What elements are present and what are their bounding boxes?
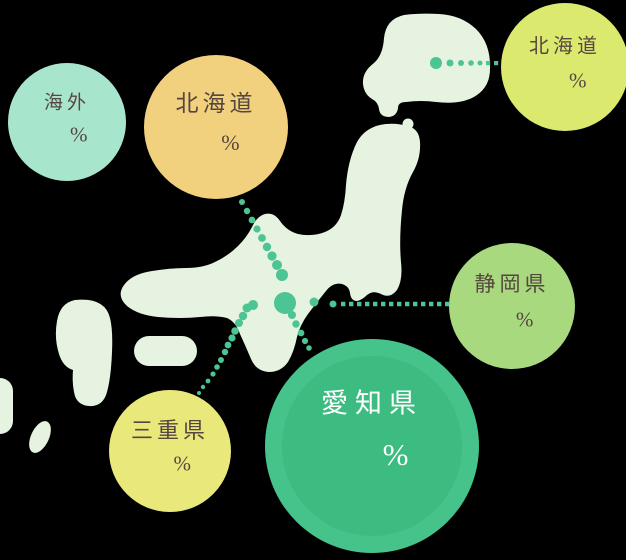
edge-island-shape	[0, 378, 13, 434]
shikoku-shape	[134, 336, 197, 366]
okinawa-shape	[29, 421, 51, 453]
bubble-aichi-inner-circle	[282, 356, 462, 536]
bubble-shizuoka: 静岡県 %	[449, 243, 575, 369]
bubble-shizuoka-percent: %	[515, 307, 534, 332]
connector-hokkaido-right-line	[430, 57, 499, 69]
connector-shizuoka-line	[329, 300, 449, 308]
hub-dot	[274, 292, 296, 314]
bubble-overseas: 海外 %	[8, 63, 126, 181]
bubble-hokkaido-left-label: 北海道	[175, 91, 257, 117]
hokkaido-shape	[362, 13, 491, 118]
connector-hokkaido-left-line	[239, 199, 288, 281]
bubble-aichi-percent: %	[382, 436, 409, 472]
kyushu-shape	[55, 299, 113, 407]
bubble-shizuoka-label: 静岡県	[474, 272, 550, 297]
bubble-hokkaido-right-label: 北海道	[529, 35, 601, 58]
bubble-aichi: 愛知県 %	[265, 339, 479, 553]
bubble-mie: 三重県 %	[109, 390, 231, 512]
connector-mie-line	[197, 303, 252, 395]
bubble-mie-percent: %	[173, 451, 191, 476]
bubble-hokkaido-right: 北海道 %	[501, 3, 626, 131]
bubble-mie-label: 三重県	[130, 418, 209, 444]
connector-aichi-line	[288, 311, 312, 351]
bubble-hokkaido-left-percent: %	[221, 129, 240, 155]
bubble-hokkaido-right-percent: %	[569, 68, 587, 93]
hub-satellite-east	[309, 297, 319, 307]
bubble-overseas-label: 海外	[43, 92, 90, 114]
bubble-aichi-label: 愛知県	[321, 388, 423, 419]
bubble-hokkaido-left: 北海道 %	[144, 55, 288, 199]
bubble-overseas-percent: %	[70, 122, 88, 147]
